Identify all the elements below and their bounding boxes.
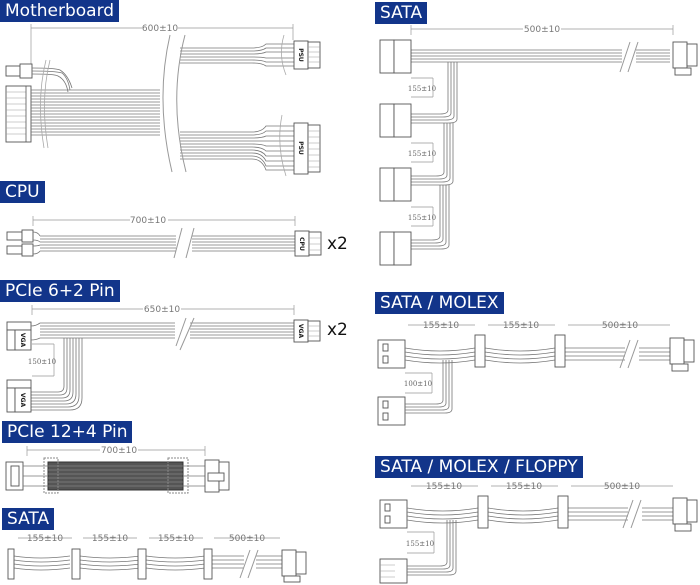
smf-spacing-1: 155±10 [426, 482, 462, 492]
smf-spacing-2: 155±10 [506, 482, 542, 492]
section-label-sata-bottom: SATA [2, 508, 55, 530]
sata-molex-spacing-2: 155±10 [503, 321, 539, 331]
section-label-cpu: CPU [0, 181, 45, 203]
sata-molex-spacing-1: 155±10 [423, 321, 459, 331]
sata-bottom-spacing-3: 155±10 [158, 534, 194, 544]
pcie124-length: 700±10 [101, 446, 137, 456]
sata-right-spacing-2: 155±10 [408, 150, 436, 158]
pcie-12-4-cable: 700±10 [5, 444, 230, 494]
motherboard-cable: 600±10 [5, 22, 321, 177]
section-label-motherboard: Motherboard [0, 0, 120, 22]
cpu-length: 700±10 [130, 216, 166, 226]
pcie-split-length: 150±10 [28, 358, 56, 366]
sata-bottom-spacing-4: 500±10 [229, 534, 265, 544]
pcie-length: 650±10 [144, 305, 180, 315]
sata-right-cable: 500±10 155±10 155±10 155±10 [379, 23, 698, 266]
section-label-sata-right: SATA [375, 2, 428, 24]
sata-molex-floppy-cable: 155±10 155±10 500±10 155±10 [379, 482, 698, 584]
motherboard-length: 600±10 [142, 24, 178, 34]
psu-label-1: PSU [297, 48, 304, 62]
cpu-cable: 700±10 CPU [6, 214, 322, 259]
sata-right-length: 500±10 [524, 25, 560, 35]
pcie-6-2-cable: 650±10 VGA 150±10 VGA VGA [6, 303, 321, 413]
sata-molex-spacing-3: 500±10 [602, 321, 638, 331]
pcie-quantity: x2 [327, 320, 348, 340]
sata-molex-split-length: 100±10 [404, 380, 432, 388]
connector-small [5, 65, 21, 77]
smf-split-length: 155±10 [406, 540, 434, 548]
vga-label-1: VGA [19, 333, 26, 348]
sata-molex-cable: 155±10 155±10 500±10 100±10 [377, 321, 695, 426]
sata-bottom-cable: 155±10 155±10 155±10 500±10 [7, 534, 307, 583]
cpu-quantity: x2 [327, 234, 348, 254]
psu-label-2: PSU [297, 141, 304, 155]
section-label-sata-molex-floppy: SATA / MOLEX / FLOPPY [375, 456, 583, 478]
vga-label-2: VGA [19, 393, 26, 408]
section-label-sata-molex: SATA / MOLEX [375, 292, 504, 314]
smf-spacing-3: 500±10 [604, 482, 640, 492]
connector-24pin [5, 85, 32, 143]
sata-right-spacing-1: 155±10 [408, 85, 436, 93]
cpu-connector-label: CPU [298, 237, 305, 251]
sata-bottom-spacing-2: 155±10 [92, 534, 128, 544]
section-label-pcie-6-2: PCIe 6+2 Pin [0, 280, 120, 302]
sata-bottom-spacing-1: 155±10 [27, 534, 63, 544]
sata-right-spacing-3: 155±10 [408, 214, 436, 222]
vga-label-3: VGA [297, 324, 304, 339]
section-label-pcie-12-4: PCIe 12+4 Pin [2, 421, 133, 443]
